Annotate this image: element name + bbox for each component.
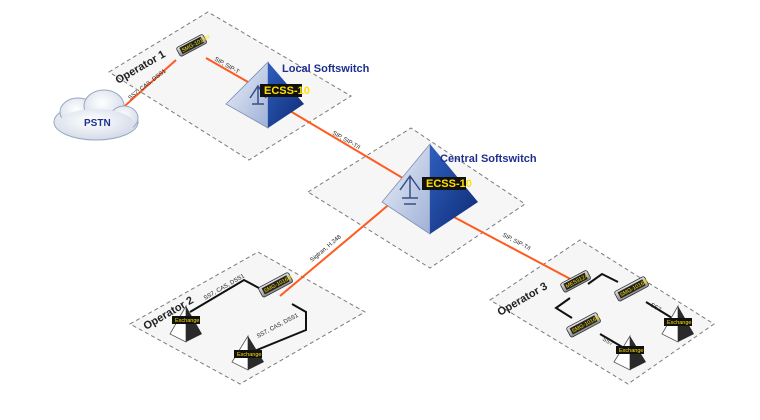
operator2-zone [128, 251, 367, 385]
exchange-op3-b: Exchange [613, 334, 646, 371]
softswitch-icon [399, 174, 421, 205]
op3-link-mes-smg-a [587, 272, 619, 285]
exchange-op3-b-label: Exchange [619, 348, 643, 354]
central-ecss-badge [422, 177, 466, 190]
exchange-op2-b: Exchange [231, 334, 264, 371]
link-local-central-label: SIP, SIP-T/I [331, 131, 361, 152]
exchange-op2-a: Exchange [169, 304, 202, 343]
exchange-op3-a-label: Exchange [667, 320, 691, 326]
central-softswitch: ECSS-10 Central Softswitch [381, 142, 537, 235]
op3-link-exchange-b [599, 333, 625, 349]
op3-link-exchange-b-label: SS7 [601, 337, 614, 348]
exchange-op2-b-label: Exchange [237, 352, 261, 358]
link-pstn-smg [117, 59, 177, 113]
central-ecss-label: ECSS-10 [426, 178, 472, 190]
local-softswitch: ECSS-10 Local Softswitch [225, 61, 370, 129]
link-central-op2-label: Sigtran, H.248 [309, 234, 343, 264]
link-smg-local [205, 57, 249, 83]
local-softswitch-title: Local Softswitch [282, 63, 370, 75]
op2-link-exchange-b [251, 303, 307, 353]
link-central-op3 [451, 215, 577, 283]
op3-link-exchange-a-label: SS7 [649, 303, 662, 314]
pstn-label: PSTN [84, 118, 111, 129]
exchange-op3-a: Exchange [661, 304, 694, 343]
operator1-zone [108, 11, 352, 161]
central-softswitch-title: Central Softswitch [440, 153, 537, 165]
operator3-zone [489, 239, 715, 385]
link-central-op2 [279, 201, 393, 297]
link-local-central [284, 107, 407, 181]
op3-link-exchange-a [645, 301, 673, 319]
op3-link-mes-smg-b [554, 297, 573, 319]
local-ecss-badge [260, 84, 302, 97]
pstn-cloud: PSTN [53, 89, 139, 141]
local-ecss-label: ECSS-10 [264, 85, 310, 97]
exchange-op2-a-label: Exchange [175, 318, 199, 324]
